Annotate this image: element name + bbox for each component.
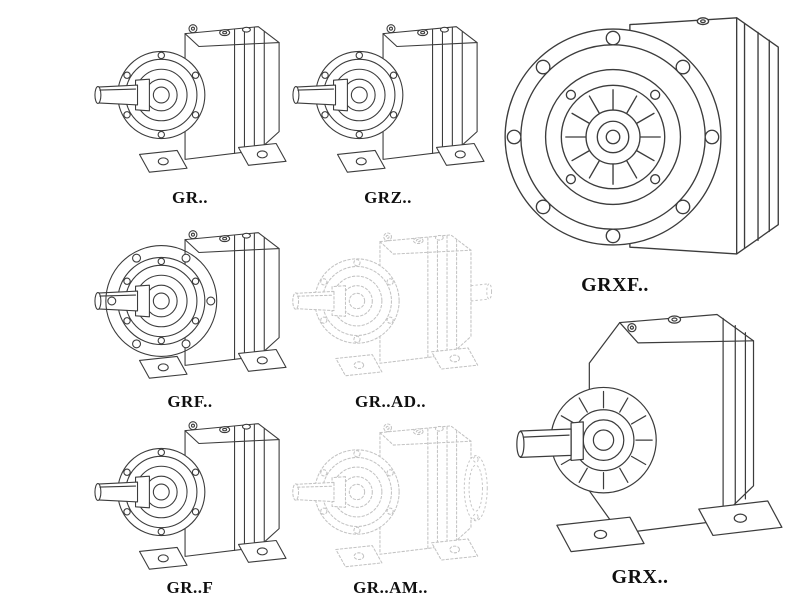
grf-gearbox-drawing [90, 210, 290, 392]
grx-label: GRX.. [611, 566, 669, 588]
figure-grz [288, 4, 488, 186]
grx-gearbox-drawing [516, 313, 783, 553]
gr-f-label: GR..F [166, 578, 214, 597]
grz-gearbox-drawing [292, 24, 485, 173]
gr-am-gearbox-drawing [288, 408, 493, 576]
gr-label: GR.. [172, 188, 208, 207]
gr-gearbox-drawing [94, 24, 287, 173]
gr-am-label: GR..AM.. [353, 578, 428, 597]
figure-grxf [495, 0, 785, 265]
gr-ad-gearbox-drawing [288, 210, 493, 392]
grz-label: GRZ.. [364, 188, 412, 207]
figure-grx [490, 298, 790, 560]
figure-gr-am [288, 408, 493, 576]
figure-gr-ad [288, 210, 493, 392]
figure-gr-f [90, 408, 290, 576]
grf-label: GRF.. [167, 392, 213, 411]
grxf-gearbox-drawing [504, 17, 779, 255]
figure-gr [90, 4, 290, 186]
gr-ad-label: GR..AD.. [354, 392, 427, 411]
grxf-label: GRXF.. [581, 274, 649, 296]
figure-grf [90, 210, 290, 392]
gr-f-gearbox-drawing [94, 421, 287, 570]
